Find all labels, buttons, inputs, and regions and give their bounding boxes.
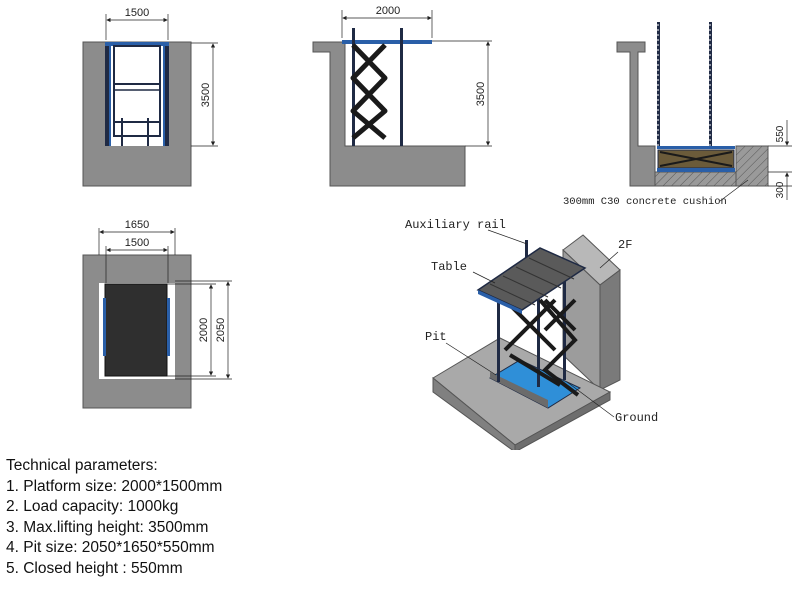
parameter-item: 3. Max.lifting height: 3500mm (6, 518, 209, 536)
section-cushion-dim: 300 (775, 181, 786, 198)
section-cushion-note: 300mm C30 concrete cushion (563, 196, 727, 208)
front-height-dim: 3500 (200, 83, 212, 107)
section-pit-depth-dim: 550 (775, 125, 786, 142)
side-width-dim: 2000 (376, 5, 400, 17)
lift-drawing: 1500 3500 2000 3500 (82, 5, 792, 450)
parameter-item: 1. Platform size: 2000*1500mm (6, 477, 223, 495)
plan-length-dim: 2000 (198, 318, 210, 342)
technical-parameters: Technical parameters: 1. Platform size: … (6, 456, 426, 579)
label-auxiliary-rail: Auxiliary rail (405, 218, 506, 232)
side-view: 2000 3500 (312, 5, 492, 187)
plan-pit-length-dim: 2050 (215, 318, 227, 342)
parameter-item: 5. Closed height : 550mm (6, 559, 183, 577)
parameter-item: 4. Pit size: 2050*1650*550mm (6, 539, 215, 556)
plan-inner-width-dim: 1500 (125, 237, 149, 249)
section-view: 550 300 300mm C30 concrete cushion (563, 22, 792, 208)
isometric-view: Auxiliary rail Table Pit 2F Ground (405, 218, 658, 450)
label-table: Table (431, 260, 467, 274)
parameters-title: Technical parameters: (6, 457, 158, 474)
label-2f: 2F (618, 238, 632, 252)
plan-view: 1650 1500 2000 2050 (82, 219, 232, 409)
front-view: 1500 3500 (82, 7, 218, 187)
parameter-item: 2. Load capacity: 1000kg (6, 498, 179, 515)
front-width-dim: 1500 (125, 7, 149, 19)
label-pit: Pit (425, 330, 447, 344)
label-ground: Ground (615, 411, 658, 425)
plan-outer-width-dim: 1650 (125, 219, 149, 231)
side-height-dim: 3500 (475, 82, 487, 106)
